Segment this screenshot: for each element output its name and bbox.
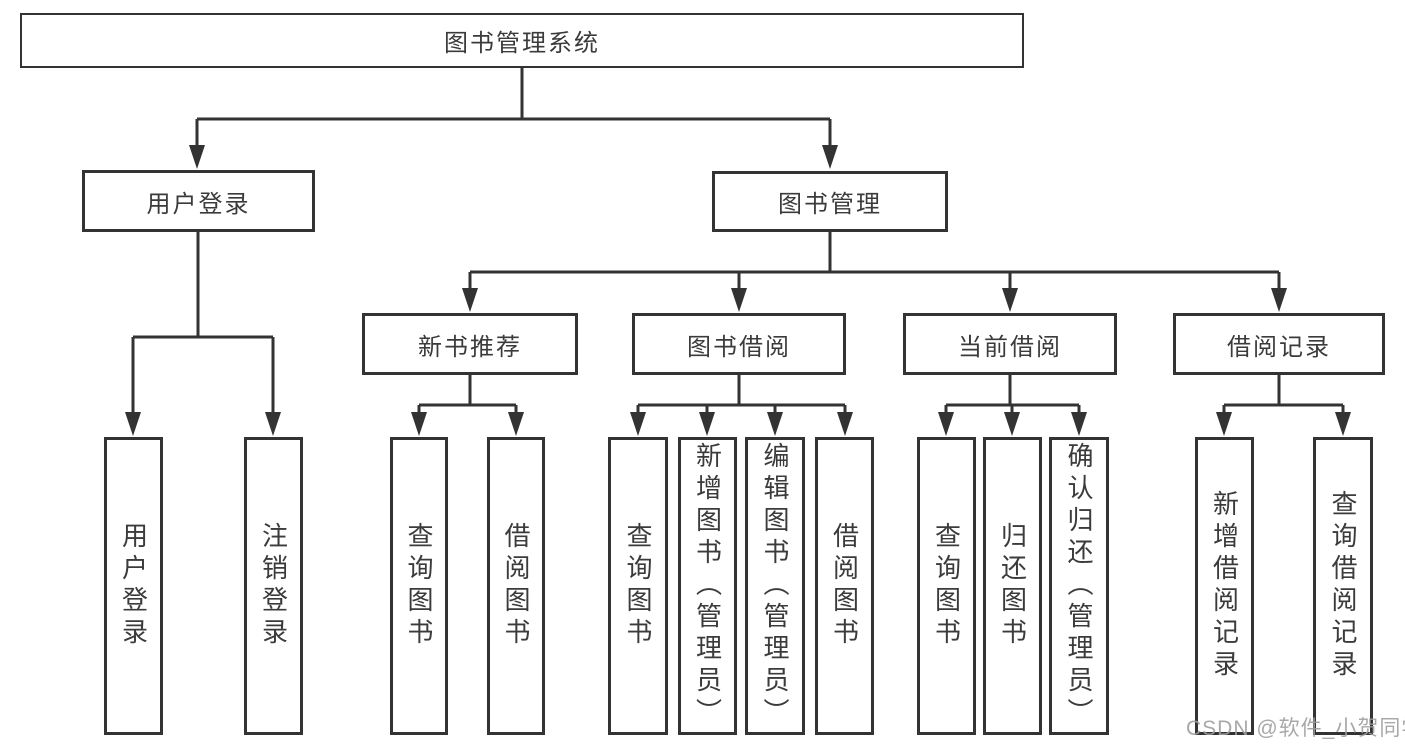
leaf-label: 查询图书 bbox=[623, 522, 653, 650]
leaf-label: 新增图书（管理员） bbox=[692, 442, 723, 730]
leaf-label: 查询图书 bbox=[404, 522, 434, 650]
leaf-user-login: 用户登录 bbox=[104, 437, 163, 735]
node-book-management: 图书管理 bbox=[712, 171, 948, 232]
node-label: 用户登录 bbox=[146, 190, 251, 218]
leaf-label: 确认归还（管理员） bbox=[1064, 442, 1094, 730]
leaf-logout: 注销登录 bbox=[244, 437, 303, 735]
leaf-label: 查询图书 bbox=[931, 522, 962, 650]
node-label: 当前借阅 bbox=[958, 333, 1062, 361]
leaf-edit-books-admin: 编辑图书（管理员） bbox=[745, 437, 805, 735]
node-label: 借阅记录 bbox=[1227, 333, 1331, 361]
node-root-system: 图书管理系统 bbox=[20, 13, 1024, 68]
leaf-query-borrow-record: 查询借阅记录 bbox=[1313, 437, 1373, 735]
node-borrow-records: 借阅记录 bbox=[1173, 313, 1385, 375]
node-user-login: 用户登录 bbox=[82, 170, 315, 232]
leaf-label: 归还图书 bbox=[997, 522, 1028, 650]
leaf-label: 用户登录 bbox=[118, 522, 149, 650]
leaf-borrow-books: 借阅图书 bbox=[815, 437, 874, 735]
node-new-book-recommend: 新书推荐 bbox=[362, 313, 578, 375]
leaf-label: 借阅图书 bbox=[501, 522, 531, 650]
node-current-borrow: 当前借阅 bbox=[903, 313, 1117, 375]
leaf-confirm-return-admin: 确认归还（管理员） bbox=[1049, 437, 1109, 735]
leaf-borrow-books-recommend: 借阅图书 bbox=[487, 437, 545, 735]
node-book-borrow: 图书借阅 bbox=[632, 313, 846, 375]
leaf-label: 新增借阅记录 bbox=[1209, 490, 1240, 682]
node-label: 图书管理系统 bbox=[444, 30, 600, 57]
csdn-watermark: CSDN @软件_小贺同学 bbox=[1186, 717, 1405, 740]
leaf-add-borrow-record: 新增借阅记录 bbox=[1195, 437, 1254, 735]
node-label: 图书借阅 bbox=[687, 333, 791, 361]
node-label: 新书推荐 bbox=[418, 333, 522, 361]
leaf-label: 借阅图书 bbox=[829, 522, 860, 650]
leaf-label: 编辑图书（管理员） bbox=[760, 442, 790, 730]
arrowhead-icons bbox=[125, 145, 1351, 436]
leaf-return-books: 归还图书 bbox=[983, 437, 1042, 735]
node-label: 图书管理 bbox=[778, 191, 882, 218]
leaf-add-books-admin: 新增图书（管理员） bbox=[678, 437, 737, 735]
leaf-query-books-current: 查询图书 bbox=[917, 437, 976, 735]
leaf-query-books-recommend: 查询图书 bbox=[390, 437, 448, 735]
leaf-query-books-borrow: 查询图书 bbox=[608, 437, 668, 735]
leaf-label: 查询借阅记录 bbox=[1328, 490, 1358, 682]
leaf-label: 注销登录 bbox=[258, 522, 289, 650]
